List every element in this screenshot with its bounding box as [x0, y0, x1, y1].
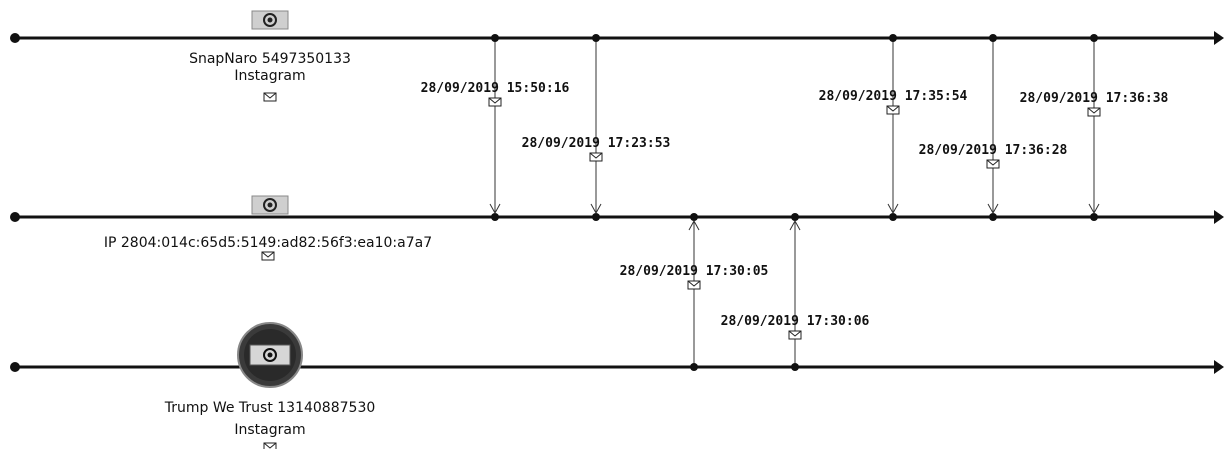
message-arrow[interactable]	[690, 213, 698, 371]
message-timestamp: 28/09/2019 15:50:16	[421, 81, 570, 96]
message-arrow[interactable]	[889, 34, 897, 221]
message-start-dot	[592, 34, 600, 42]
message-start-dot	[791, 363, 799, 371]
message-timestamp: 28/09/2019 17:36:38	[1020, 91, 1169, 106]
lifeline-start-dot	[10, 212, 20, 222]
message-envelope-icon	[688, 281, 700, 289]
lifeline-start-dot	[10, 33, 20, 43]
participant-envelope-icon	[262, 252, 274, 260]
message-end-dot	[690, 213, 698, 221]
message-envelope-icon	[590, 153, 602, 161]
message-timestamp: 28/09/2019 17:35:54	[819, 89, 968, 104]
message-end-dot	[592, 213, 600, 221]
message-envelope-icon	[789, 331, 801, 339]
lifeline-end-arrow	[1214, 360, 1224, 374]
message-envelope-icon	[887, 106, 899, 114]
lifeline-start-dot	[10, 362, 20, 372]
avatar-at-icon	[238, 323, 302, 387]
message-arrow[interactable]	[592, 34, 600, 221]
message-timestamp: 28/09/2019 17:30:05	[620, 264, 769, 279]
message-timestamp: 28/09/2019 17:30:06	[721, 314, 870, 329]
at-sign-icon	[252, 196, 288, 214]
message-end-dot	[989, 213, 997, 221]
at-sign-icon	[252, 11, 288, 29]
participant-platform: Instagram	[234, 68, 305, 84]
message-start-dot	[491, 34, 499, 42]
lifeline-end-arrow	[1214, 210, 1224, 224]
message-start-dot	[989, 34, 997, 42]
message-start-dot	[889, 34, 897, 42]
message-envelope-icon	[489, 98, 501, 106]
message-end-dot	[1090, 213, 1098, 221]
message-timestamp: 28/09/2019 17:23:53	[522, 136, 671, 151]
message-start-dot	[690, 363, 698, 371]
message-end-dot	[491, 213, 499, 221]
participant-name: SnapNaro 5497350133	[189, 51, 351, 67]
message-arrow[interactable]	[491, 34, 499, 221]
message-end-dot	[791, 213, 799, 221]
participant-envelope-icon	[264, 93, 276, 101]
participant-platform: Instagram	[234, 422, 305, 438]
message-envelope-icon	[1088, 108, 1100, 116]
message-arrow[interactable]	[989, 34, 997, 221]
message-envelope-icon	[987, 160, 999, 168]
message-start-dot	[1090, 34, 1098, 42]
lifeline-end-arrow	[1214, 31, 1224, 45]
message-timestamp: 28/09/2019 17:36:28	[919, 143, 1068, 158]
participant-envelope-icon	[264, 443, 276, 449]
participant-name: IP 2804:014c:65d5:5149:ad82:56f3:ea10:a7…	[104, 235, 432, 251]
message-arrow[interactable]	[791, 213, 799, 371]
message-arrow[interactable]	[1090, 34, 1098, 221]
participant-name: Trump We Trust 13140887530	[164, 400, 376, 416]
message-end-dot	[889, 213, 897, 221]
